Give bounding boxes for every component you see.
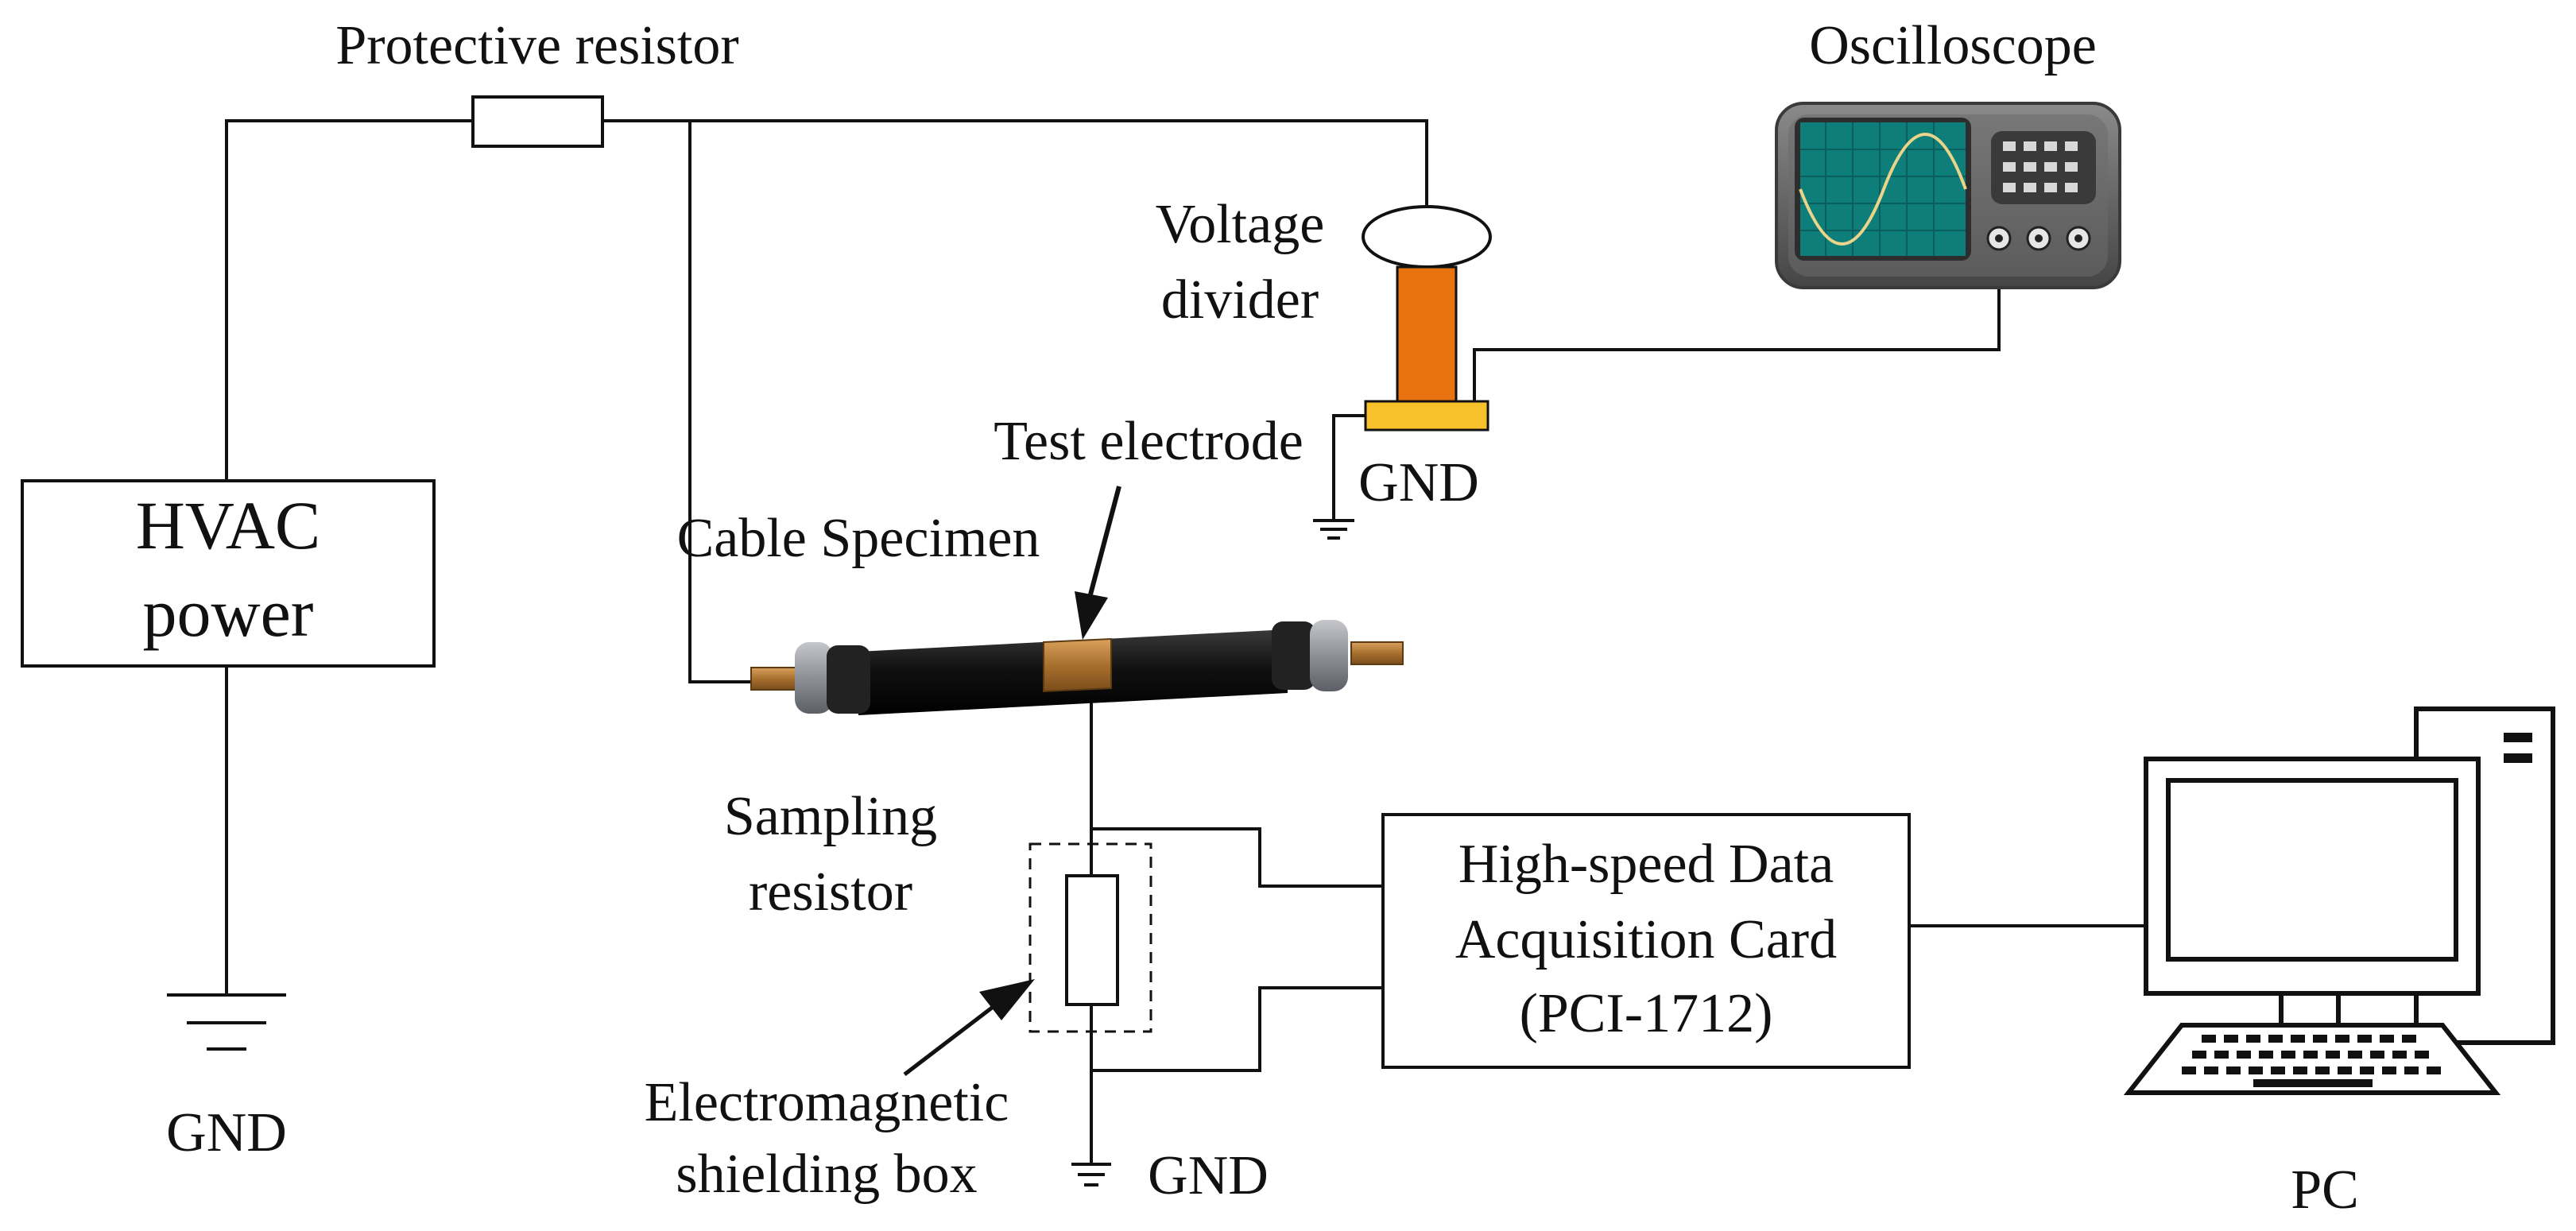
daq-card-label-line3: (PCI-1712) xyxy=(1520,983,1773,1044)
sampling-resistor xyxy=(1065,874,1119,1006)
wire-tap-top-to-daq xyxy=(1091,827,1383,888)
voltage-divider xyxy=(1362,205,1492,432)
wire-divider-to-gnd xyxy=(1332,414,1365,521)
wire-to-cable xyxy=(688,121,753,683)
oscilloscope-icon xyxy=(1775,102,2121,289)
gnd-divider-label: GND xyxy=(1358,452,1479,513)
circuit-wires xyxy=(225,119,2146,1164)
hvac-power-box xyxy=(21,479,436,668)
protective-resistor-label: Protective resistor xyxy=(335,15,738,76)
hvac-power-label-line2: power xyxy=(143,575,314,651)
cable-specimen xyxy=(750,620,1404,715)
pc-label: PC xyxy=(2291,1159,2359,1221)
shielding-box-label-line2: shielding box xyxy=(676,1144,977,1205)
ground-icon xyxy=(1071,1163,1111,1186)
hvac-power-label-line1: HVAC xyxy=(136,487,321,563)
wire-hvac-to-resistor xyxy=(225,119,473,481)
keyboard-keys xyxy=(2182,1035,2441,1087)
shielding-box xyxy=(1028,842,1152,1033)
daq-card-label-line1: High-speed Data xyxy=(1458,834,1834,895)
ground-icon xyxy=(167,993,286,1051)
protective-resistor xyxy=(471,95,604,148)
sampling-resistor-label-line2: resistor xyxy=(749,861,912,923)
voltage-divider-label-line2: divider xyxy=(1161,269,1319,331)
test-electrode-arrow xyxy=(1075,486,1121,640)
wire-tap-bottom-to-daq xyxy=(1091,986,1383,1072)
daq-card-label-line2: Acquisition Card xyxy=(1455,909,1837,970)
daq-card-box xyxy=(1381,813,1911,1069)
oscilloscope-label: Oscilloscope xyxy=(1809,15,2097,76)
voltage-divider-label-line1: Voltage xyxy=(1156,194,1325,255)
shielding-box-arrow xyxy=(903,979,1035,1076)
gnd-sampling-label: GND xyxy=(1148,1145,1269,1206)
wire-divider-to-scope xyxy=(1473,245,2001,401)
test-electrode-band xyxy=(1043,637,1112,693)
gnd-hvac-label: GND xyxy=(166,1102,287,1163)
cable-specimen-label: Cable Specimen xyxy=(677,508,1040,569)
wire-resistor-to-divider xyxy=(602,119,1428,208)
test-electrode-label: Test electrode xyxy=(994,411,1303,472)
sampling-resistor-label-line1: Sampling xyxy=(724,786,937,847)
shielding-box-label-line1: Electromagnetic xyxy=(645,1072,1009,1133)
ground-icon xyxy=(1313,519,1354,540)
